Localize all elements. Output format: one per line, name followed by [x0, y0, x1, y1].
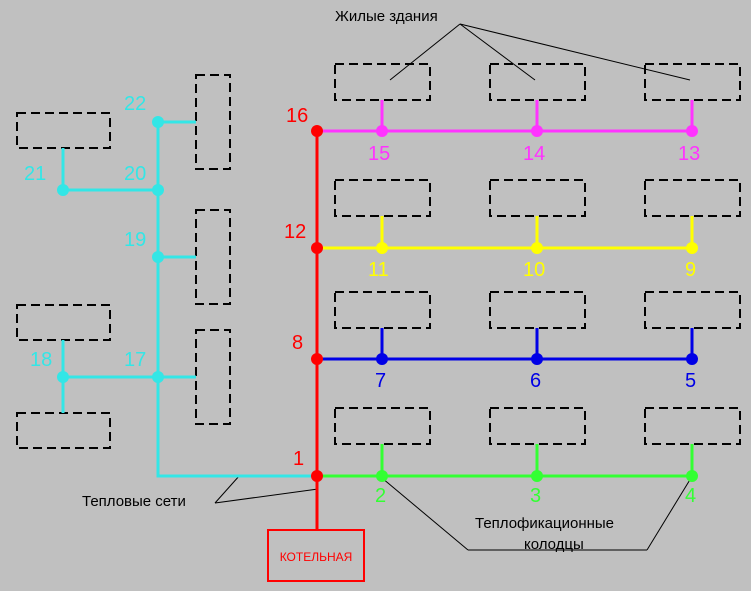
pipe-row-green — [317, 444, 694, 478]
node-dot-17 — [152, 371, 164, 383]
annotation-leaders — [214, 23, 692, 551]
leader-line — [214, 488, 319, 504]
label-heat-chambers-line2: колодцы — [524, 536, 584, 553]
label-residential-buildings: Жилые здания — [335, 8, 438, 25]
boiler-house: КОТЕЛЬНАЯ — [267, 529, 365, 582]
node-dot-19 — [152, 251, 164, 263]
node-label-19: 19 — [124, 229, 146, 251]
node-dot-10 — [531, 242, 543, 254]
node-label-6: 6 — [530, 370, 541, 392]
node-label-16: 16 — [286, 105, 308, 127]
leader-line — [459, 23, 691, 81]
building — [489, 63, 586, 101]
building — [489, 179, 586, 217]
node-dot-13 — [686, 125, 698, 137]
leader-line — [214, 474, 241, 504]
node-dot-4 — [686, 470, 698, 482]
node-dot-11 — [376, 242, 388, 254]
building — [489, 291, 586, 329]
node-label-7: 7 — [375, 370, 386, 392]
node-label-3: 3 — [530, 485, 541, 507]
building — [644, 63, 741, 101]
node-label-8: 8 — [292, 332, 303, 354]
node-dot-8 — [311, 353, 323, 365]
node-dot-16 — [311, 125, 323, 137]
pipe-row-blue — [317, 328, 694, 361]
leader-line — [459, 23, 536, 81]
node-dot-5 — [686, 353, 698, 365]
label-heat-networks: Тепловые сети — [82, 493, 186, 510]
building — [16, 112, 111, 149]
building — [195, 209, 231, 305]
label-heat-chambers-line1: Теплофикационные — [475, 515, 614, 532]
building — [644, 291, 741, 329]
node-label-14: 14 — [523, 143, 545, 165]
node-dot-9 — [686, 242, 698, 254]
building — [195, 329, 231, 425]
building — [16, 304, 111, 341]
node-label-5: 5 — [685, 370, 696, 392]
node-dot-12 — [311, 242, 323, 254]
node-dot-2 — [376, 470, 388, 482]
node-label-20: 20 — [124, 163, 146, 185]
node-label-15: 15 — [368, 143, 390, 165]
building — [195, 74, 231, 170]
node-dot-3 — [531, 470, 543, 482]
node-label-12: 12 — [284, 221, 306, 243]
node-label-10: 10 — [523, 259, 545, 281]
node-dot-14 — [531, 125, 543, 137]
node-label-9: 9 — [685, 259, 696, 281]
node-dot-18 — [57, 371, 69, 383]
leader-line — [389, 23, 461, 81]
node-dot-20 — [152, 184, 164, 196]
node-dots — [57, 116, 698, 482]
building — [334, 407, 431, 445]
node-dot-22 — [152, 116, 164, 128]
building — [489, 407, 586, 445]
pipe-row-yellow — [317, 216, 694, 250]
building — [644, 407, 741, 445]
leader-line — [381, 477, 469, 551]
pipe-row-magenta — [317, 100, 694, 133]
node-label-1: 1 — [293, 448, 304, 470]
building — [334, 63, 431, 101]
node-dot-1 — [311, 470, 323, 482]
leader-line — [646, 477, 692, 551]
node-labels: 16 12 8 1 15 14 13 11 10 9 7 6 5 2 3 4 2… — [24, 93, 700, 507]
node-label-11: 11 — [368, 259, 389, 281]
node-dot-6 — [531, 353, 543, 365]
pipe-branch-cyan — [61, 120, 317, 478]
building — [334, 291, 431, 329]
node-label-21: 21 — [24, 163, 46, 185]
node-label-18: 18 — [30, 349, 52, 371]
node-label-17: 17 — [124, 349, 146, 371]
building — [16, 412, 111, 449]
node-dot-7 — [376, 353, 388, 365]
annotations: Жилые здания Тепловые сети Теплофикацион… — [82, 8, 614, 553]
node-dot-21 — [57, 184, 69, 196]
building — [644, 179, 741, 217]
building — [334, 179, 431, 217]
node-dot-15 — [376, 125, 388, 137]
node-label-13: 13 — [678, 143, 700, 165]
node-label-22: 22 — [124, 93, 146, 115]
node-label-4: 4 — [685, 485, 696, 507]
node-label-2: 2 — [375, 485, 386, 507]
boiler-label: КОТЕЛЬНАЯ — [280, 550, 353, 564]
